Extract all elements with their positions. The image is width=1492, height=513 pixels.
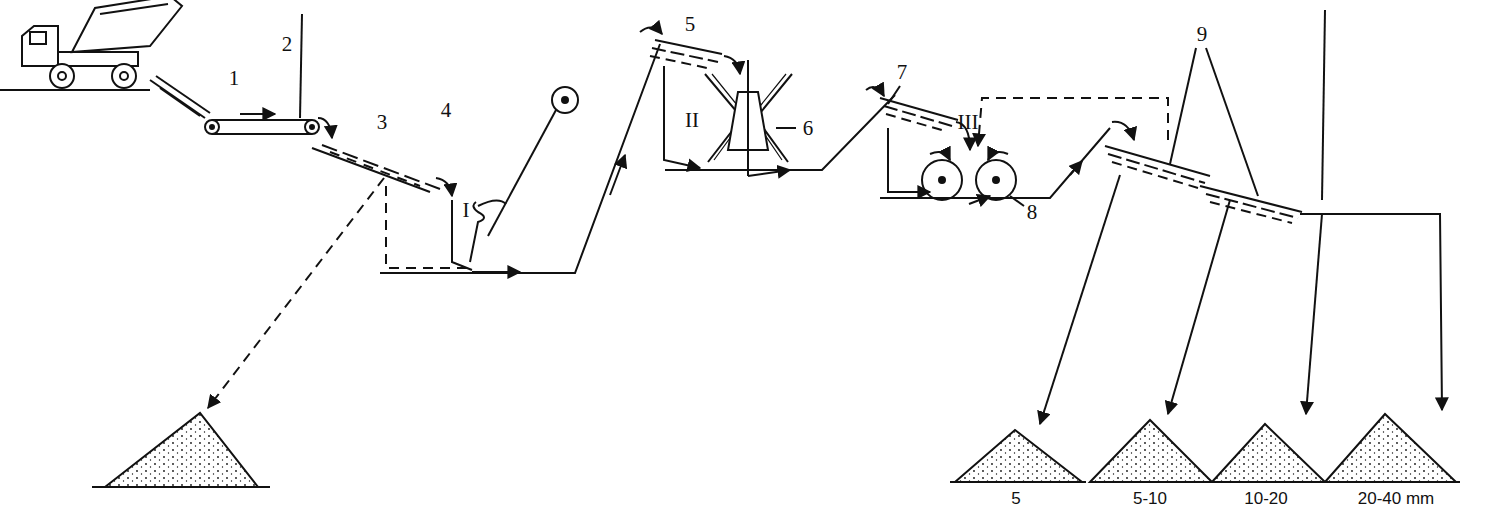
dump-truck [0,0,210,118]
size-label: 20-40 mm [1358,490,1435,507]
conveyor [380,44,660,273]
double-deck-screen [1040,10,1442,424]
callout-number: 6 [803,118,814,139]
size-label: 5-10 [1133,490,1167,507]
callout-number: 5 [685,14,696,35]
callout-number: 9 [1197,24,1208,45]
callout-number: 2 [282,34,293,55]
size-label: 10-20 [1244,490,1287,507]
stage-numeral: III [958,112,979,133]
product-piles [950,414,1460,482]
roll-crusher [922,98,1168,206]
conveyor [880,122,1134,198]
stage-numeral: II [685,110,699,131]
grizzly-screen [208,145,470,408]
belt-conveyor [205,14,332,138]
jaw-crusher [452,87,578,272]
size-label: 5 [1011,490,1020,507]
screen [866,86,970,192]
callout-number: 3 [377,112,388,133]
waste-pile [92,413,270,487]
conveyor [665,95,895,170]
callout-number: 8 [1027,202,1038,223]
stage-numeral: I [463,200,470,221]
cone-crusher [705,60,796,176]
callout-number: 7 [897,62,908,83]
callout-number: 1 [229,68,240,89]
callout-number: 4 [441,100,452,121]
